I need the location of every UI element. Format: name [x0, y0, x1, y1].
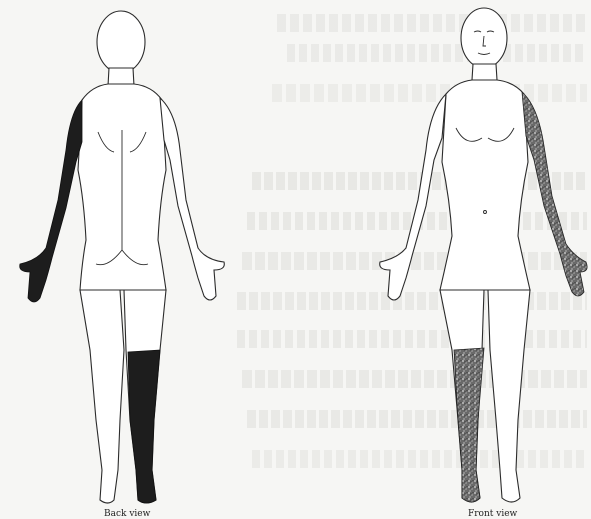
front-right-lower-leg-shaded — [454, 348, 484, 502]
back-neck — [108, 68, 134, 86]
front-left-leg — [488, 290, 530, 502]
front-view-caption: Front view — [468, 509, 517, 519]
back-right-lower-leg-shaded — [128, 350, 160, 503]
back-right-arm — [160, 98, 224, 300]
front-view-figure — [380, 8, 587, 502]
front-right-arm — [380, 94, 446, 300]
front-torso — [440, 80, 530, 290]
back-left-arm-shaded — [20, 100, 82, 302]
back-head — [97, 11, 145, 73]
back-view-figure — [20, 11, 225, 503]
front-neck — [472, 64, 497, 80]
front-left-arm-shaded — [522, 92, 587, 296]
back-view-caption: Back view — [104, 509, 150, 519]
back-left-leg — [80, 290, 124, 503]
